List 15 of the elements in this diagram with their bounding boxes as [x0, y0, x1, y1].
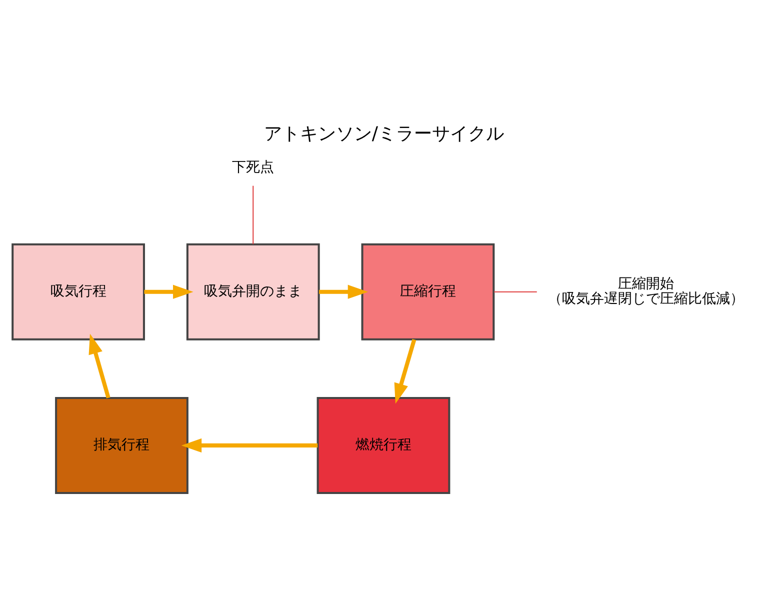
- arrow: [319, 284, 368, 299]
- connector: [494, 291, 537, 292]
- diagram-title: アトキンソン/ミラーサイクル: [264, 124, 504, 145]
- connector: [252, 186, 254, 244]
- arrow: [144, 284, 194, 299]
- node-box: 吸気弁開のまま: [186, 243, 320, 340]
- node-box: 燃焼行程: [316, 396, 450, 494]
- node-text: 圧縮開始 （吸気弁遅閉じで圧縮比低減）: [548, 276, 744, 308]
- node-box: 圧縮行程: [361, 243, 495, 340]
- node-box: 排気行程: [55, 396, 188, 494]
- node-text: 下死点: [232, 159, 274, 176]
- arrow: [181, 438, 318, 453]
- arrow: [394, 339, 416, 404]
- arrow: [88, 334, 110, 398]
- node-box: 吸気行程: [12, 243, 145, 340]
